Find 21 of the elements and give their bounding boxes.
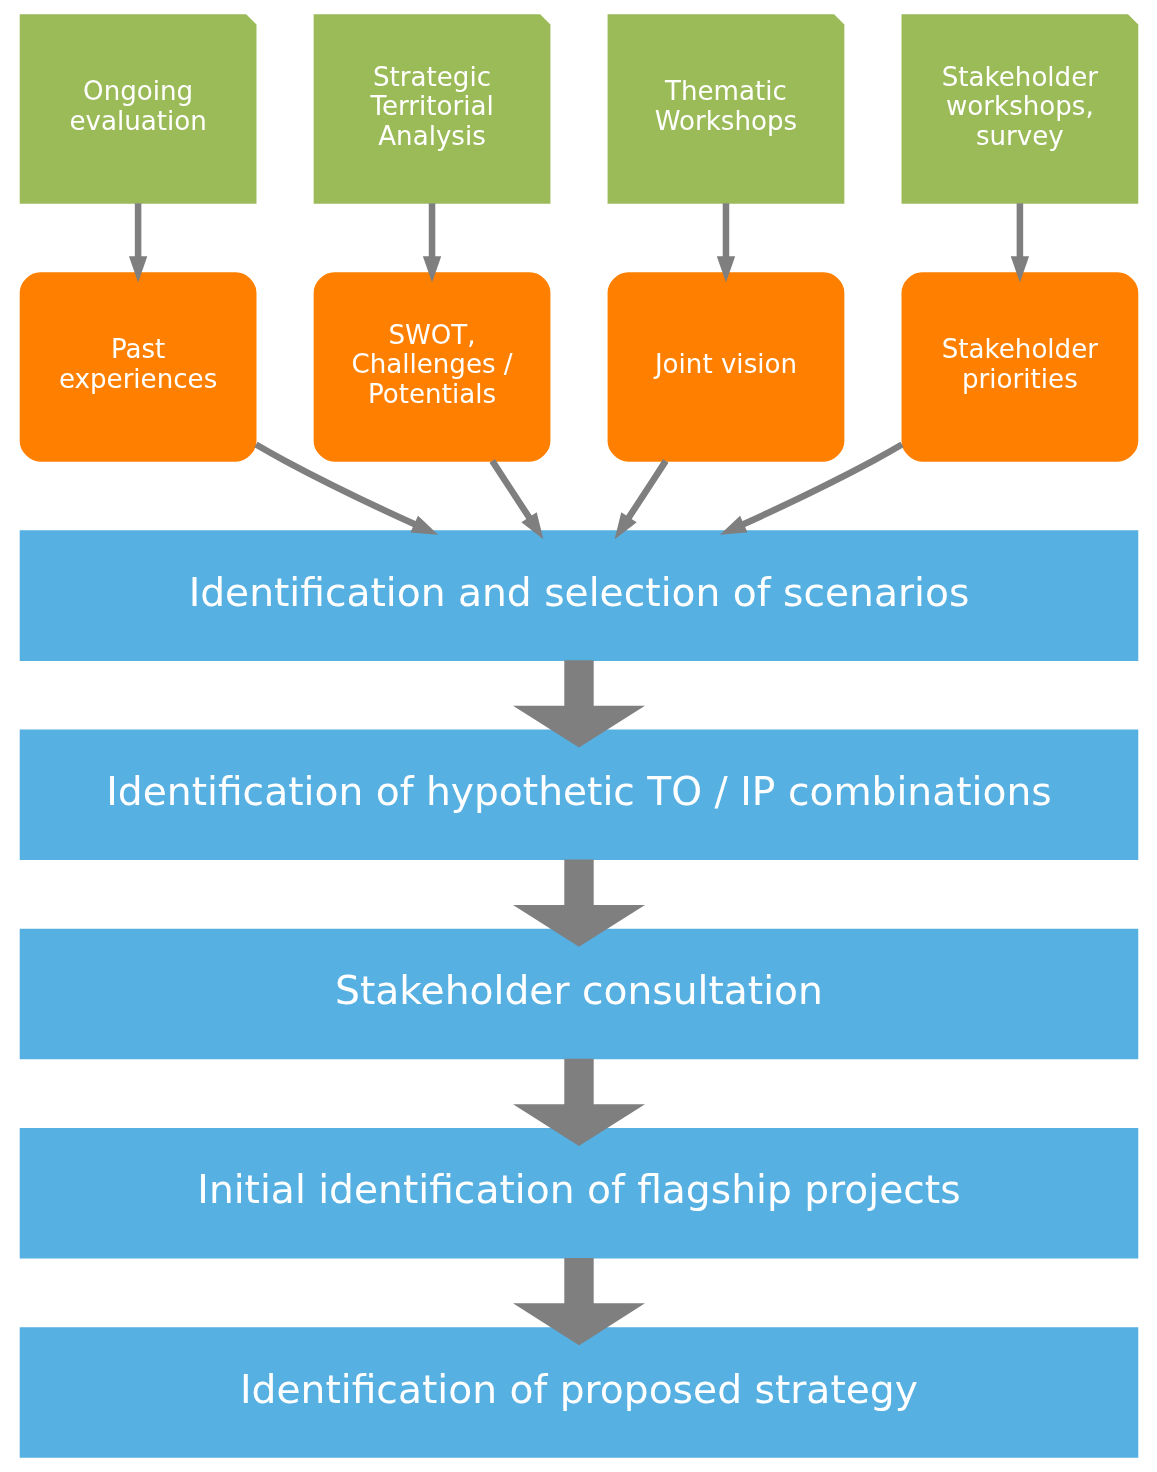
node-box: Stakeholder priorities xyxy=(901,272,1138,462)
arrow xyxy=(1010,203,1029,283)
arrow xyxy=(422,203,441,283)
node-box: Past experiences xyxy=(19,272,256,462)
node-box: Identification of proposed strategy xyxy=(19,1327,1138,1458)
arrow xyxy=(716,203,735,283)
arrow xyxy=(719,441,904,535)
arrow xyxy=(512,859,645,947)
node-box: Stakeholder consultation xyxy=(19,928,1138,1060)
node-box: Joint vision xyxy=(607,272,844,462)
arrow xyxy=(253,441,438,535)
node-box: Initial identification of flagship projects xyxy=(19,1127,1138,1259)
node-box: Identification and selection of scenarios xyxy=(19,530,1138,661)
arrow xyxy=(512,1257,645,1346)
node-box: SWOT, Challenges / Potentials xyxy=(313,272,550,462)
arrow xyxy=(512,660,645,748)
arrow xyxy=(128,203,147,283)
node-box: Identification of hypothetic TO / IP combinations xyxy=(19,729,1138,861)
arrow xyxy=(512,1058,645,1147)
arrow xyxy=(614,459,668,540)
arrow xyxy=(489,459,543,540)
